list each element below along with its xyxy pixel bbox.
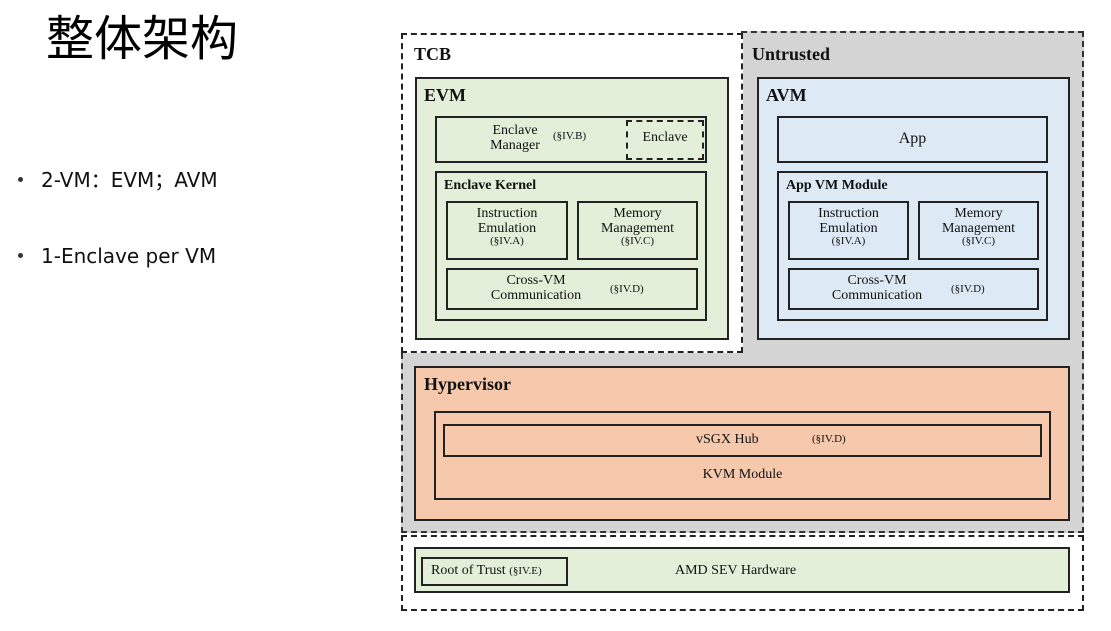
vsgx-hub-ref: (§IV.D) bbox=[812, 433, 846, 445]
evm-memory-label: Memory Management (§IV.C) bbox=[600, 206, 675, 248]
vsgx-hub-box bbox=[443, 424, 1042, 457]
amd-sev-hardware-label: AMD SEV Hardware bbox=[675, 563, 797, 578]
bullet-item: 2-VM：EVM；AVM bbox=[18, 164, 218, 193]
evm-instruction-box bbox=[446, 201, 568, 260]
evm-crossvm-box bbox=[446, 268, 698, 310]
slide-title: 整体架构 bbox=[46, 11, 239, 67]
bullet-dot-icon bbox=[18, 253, 23, 258]
kvm-module-box bbox=[434, 411, 1051, 500]
avm-memory-box bbox=[918, 201, 1039, 260]
avm-box bbox=[757, 77, 1070, 340]
enclave-kernel-box bbox=[435, 171, 707, 321]
bullet-text: 1-Enclave per VM bbox=[41, 244, 217, 268]
bullet-dot-icon bbox=[18, 177, 23, 182]
app-box bbox=[777, 116, 1048, 163]
app-vm-module-label: App VM Module bbox=[786, 178, 888, 193]
avm-instruction-label: Instruction Emulation (§IV.A) bbox=[818, 206, 879, 248]
root-of-trust-box bbox=[421, 557, 568, 586]
enclave-label: Enclave bbox=[642, 130, 688, 145]
kvm-module-label: KVM Module bbox=[702, 467, 783, 482]
enclave-manager-ref: (§IV.B) bbox=[553, 130, 587, 142]
root-of-trust-label: Root of Trust (§IV.E) bbox=[431, 563, 542, 578]
bullet-text: 2-VM：EVM；AVM bbox=[41, 168, 218, 192]
app-label: App bbox=[898, 130, 927, 147]
untrusted-label: Untrusted bbox=[752, 44, 831, 64]
evm-instruction-label: Instruction Emulation (§IV.A) bbox=[476, 206, 538, 248]
bullet-item: 1-Enclave per VM bbox=[18, 244, 216, 268]
avm-instruction-box bbox=[788, 201, 909, 260]
avm-memory-label: Memory Management (§IV.C) bbox=[941, 206, 1016, 248]
evm-crossvm-label: Cross-VM Communication bbox=[490, 273, 582, 303]
tcb-label: TCB bbox=[414, 44, 452, 64]
enclave-manager-label: Enclave Manager bbox=[490, 123, 540, 153]
evm-memory-box bbox=[577, 201, 698, 260]
hypervisor-label: Hypervisor bbox=[424, 374, 511, 394]
evm-label: EVM bbox=[424, 85, 466, 105]
enclave-kernel-label: Enclave Kernel bbox=[444, 178, 537, 193]
app-vm-module-box bbox=[777, 171, 1048, 321]
avm-label: AVM bbox=[766, 85, 807, 105]
enclave-manager-box bbox=[435, 116, 707, 163]
avm-crossvm-ref: (§IV.D) bbox=[951, 283, 985, 295]
enclave-box bbox=[626, 120, 704, 160]
vsgx-hub-label: vSGX Hub bbox=[696, 432, 759, 447]
evm-crossvm-ref: (§IV.D) bbox=[610, 283, 644, 295]
hypervisor-box bbox=[414, 366, 1070, 521]
avm-crossvm-box bbox=[788, 268, 1039, 310]
avm-crossvm-label: Cross-VM Communication bbox=[831, 273, 923, 303]
